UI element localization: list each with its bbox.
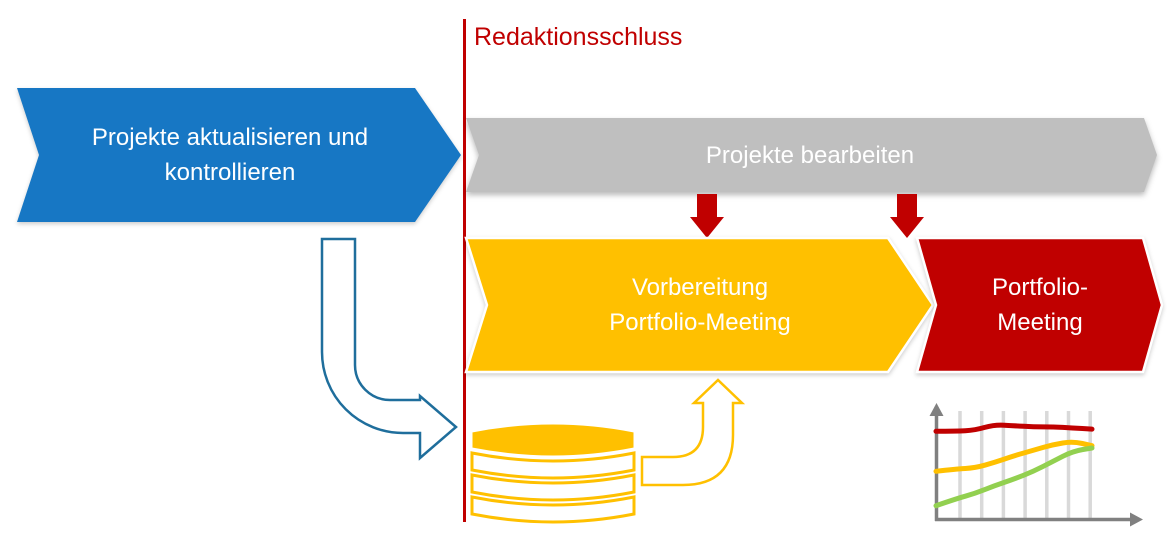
green-line bbox=[933, 445, 1095, 509]
chevron-portfolio-meeting bbox=[915, 236, 1164, 374]
down-arrow-icon bbox=[890, 194, 924, 238]
chart-y-axis-arrow-icon bbox=[929, 403, 944, 416]
chevron-prepare-meeting bbox=[464, 236, 935, 374]
chevron-edit-projects bbox=[466, 118, 1157, 192]
deadline-label: Redaktionsschluss bbox=[474, 23, 683, 51]
bent-arrow-up-icon bbox=[640, 378, 746, 487]
database-icon bbox=[470, 423, 636, 524]
down-arrow-icon bbox=[690, 194, 724, 238]
bent-arrow-down-right-icon bbox=[320, 237, 458, 461]
chart-series bbox=[933, 422, 1095, 509]
mini-trend-chart bbox=[929, 403, 1143, 527]
red-line bbox=[933, 422, 1095, 434]
chart-x-axis-arrow-icon bbox=[1130, 512, 1143, 527]
yellow-line bbox=[933, 439, 1095, 474]
chevron-update-projects bbox=[17, 88, 461, 222]
